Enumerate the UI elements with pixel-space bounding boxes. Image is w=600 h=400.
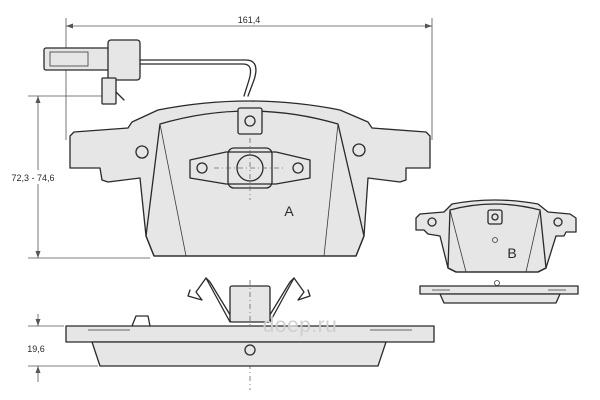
- small-hole-right-icon: [553, 217, 563, 227]
- height-dimension: 72,3 - 74,6: [4, 95, 150, 259]
- arrow-left-icon: [66, 23, 73, 29]
- sensor-mount: [237, 107, 263, 135]
- mounting-hole-left-icon: [135, 145, 149, 159]
- thickness-label: 19,6: [27, 344, 45, 354]
- height-label: 72,3 - 74,6: [11, 173, 54, 183]
- small-pad-friction-material: [447, 203, 547, 273]
- small-brake-pad: B: [415, 199, 579, 304]
- thickness-dimension: 19,6: [27, 314, 98, 382]
- watermark: doep.ru: [263, 314, 338, 337]
- main-brake-pad: A: [69, 100, 431, 257]
- sensor-plug-housing: [107, 39, 141, 81]
- arrow-up-icon: [35, 96, 41, 103]
- arrow-right-icon: [425, 23, 432, 29]
- side-rivet-icon: [244, 344, 256, 356]
- spring-clip: [187, 277, 311, 390]
- sensor-cable: [139, 59, 257, 97]
- mounting-hole-right-icon: [352, 143, 366, 157]
- small-hole-left-icon: [427, 217, 437, 227]
- arrow-thickness-bottom-icon: [35, 366, 41, 373]
- main-side-friction: [91, 341, 387, 367]
- main-pad-side-view: [65, 315, 435, 367]
- width-dimension: 161,4: [65, 15, 433, 140]
- main-side-backing: [65, 325, 435, 343]
- sensor-plug: [43, 47, 111, 71]
- main-pad-label: A: [284, 203, 294, 219]
- small-pad-boss: [487, 209, 503, 225]
- arrow-down-icon: [35, 251, 41, 258]
- arrow-thickness-top-icon: [35, 319, 41, 326]
- small-pad-side-friction: [439, 293, 561, 304]
- main-pad-friction-material: [145, 110, 365, 257]
- sensor-clip: [101, 77, 117, 105]
- width-label: 161,4: [238, 15, 261, 25]
- small-pad-label: B: [507, 245, 516, 261]
- wear-sensor: [43, 39, 257, 105]
